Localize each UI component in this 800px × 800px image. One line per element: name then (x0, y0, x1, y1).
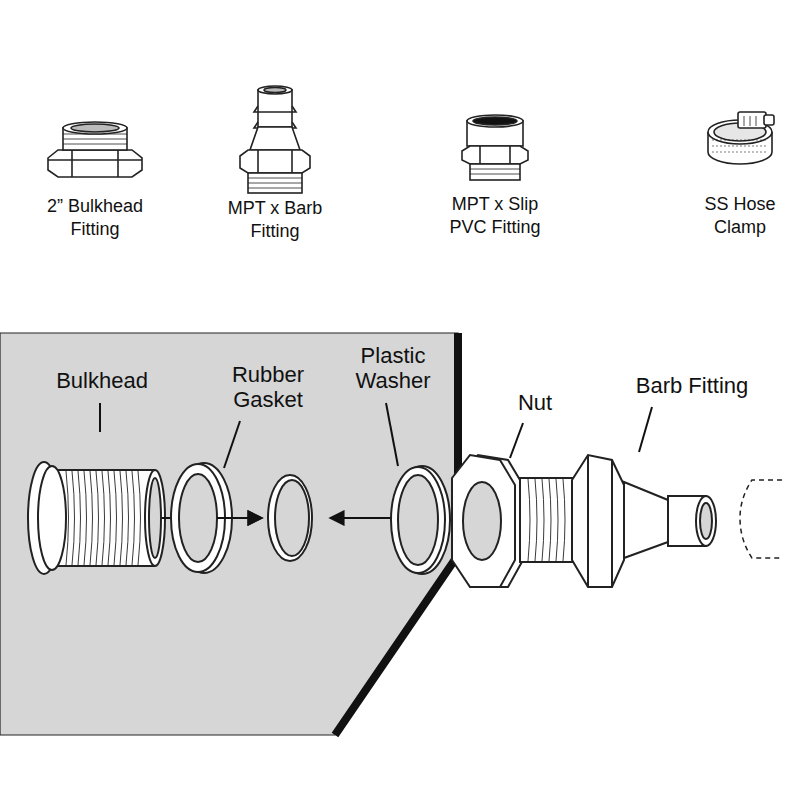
tank-wall (0, 333, 458, 735)
plastic-washer-part (391, 466, 450, 574)
part-label: SS Hose Clamp (690, 193, 790, 240)
slip-fitting-icon (462, 115, 528, 180)
part-label: Nut (518, 390, 552, 415)
nut-part (452, 455, 523, 587)
bulkhead-part (28, 462, 165, 574)
wall-hole-ring (268, 475, 312, 561)
part-label: Barb Fitting (636, 373, 749, 398)
leader-lines (100, 403, 652, 468)
part-label: MPT x Barb Fitting (215, 197, 335, 244)
part-label: Plastic Washer (343, 343, 443, 394)
part-label: Rubber Gasket (218, 362, 318, 413)
assembly-arrow (217, 517, 262, 519)
bulkhead-icon (48, 122, 142, 177)
part-label: 2” Bulkhead Fitting (35, 195, 155, 242)
hose-outline (740, 480, 782, 558)
assembly-arrow (330, 517, 396, 519)
barb-fitting-icon (240, 86, 310, 193)
part-label: Bulkhead (56, 368, 148, 393)
part-label: MPT x Slip PVC Fitting (438, 193, 553, 240)
hose-clamp-icon (708, 112, 774, 164)
barb-fitting-part (520, 455, 716, 587)
